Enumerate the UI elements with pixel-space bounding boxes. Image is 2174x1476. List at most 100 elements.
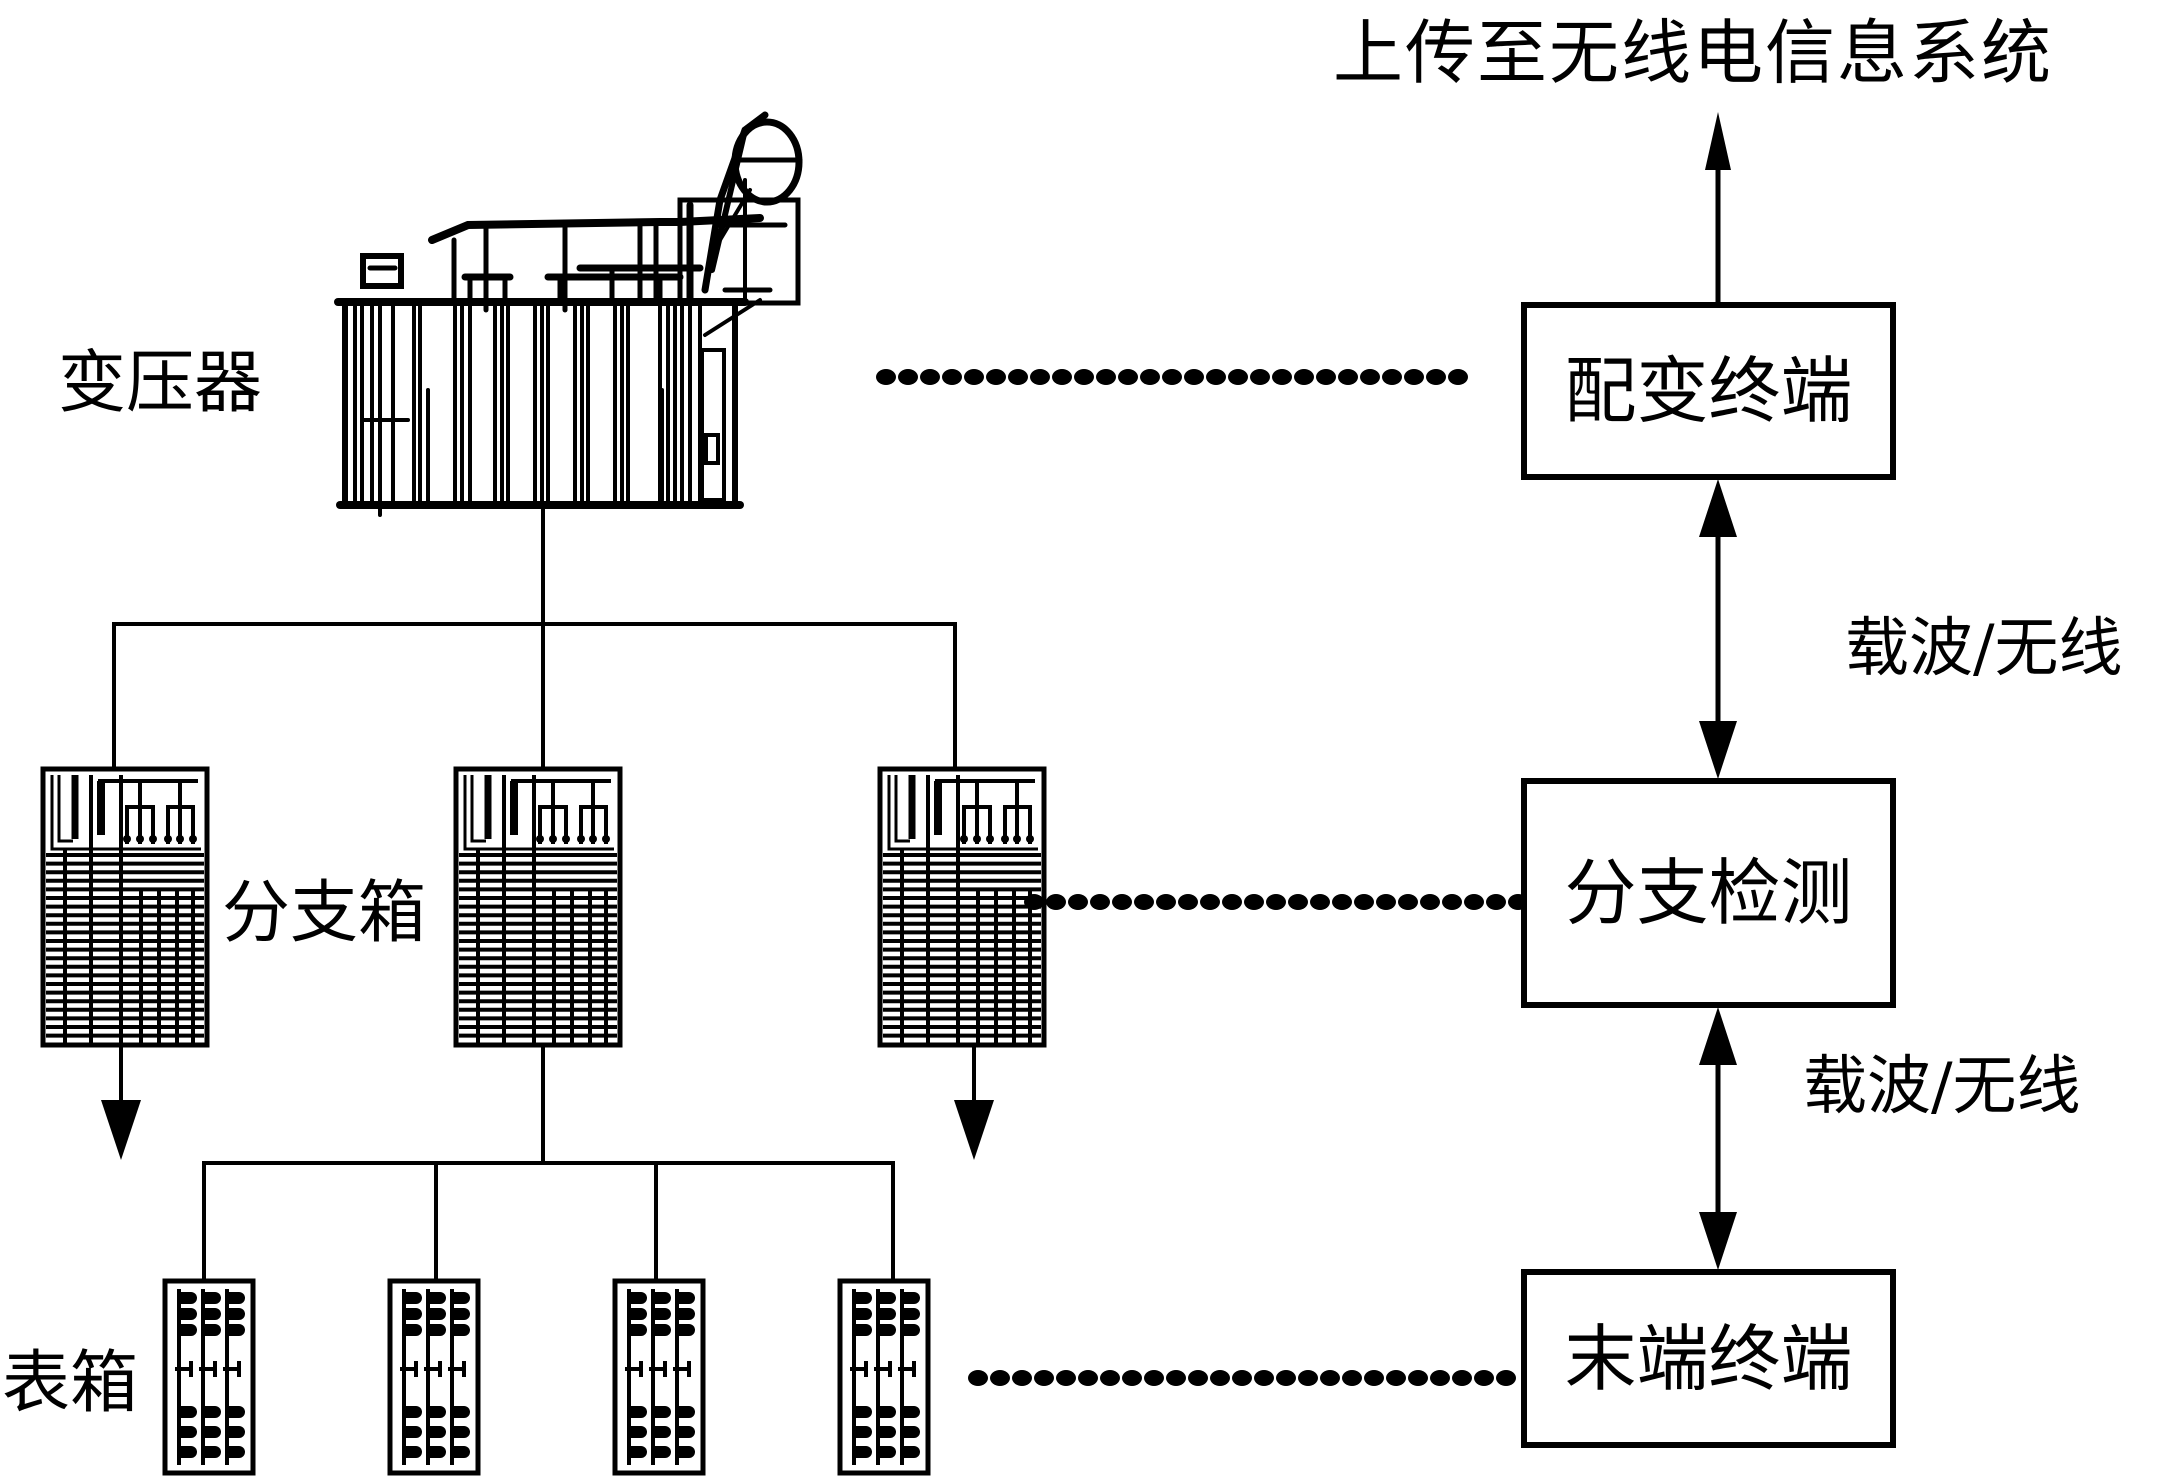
dot-mark <box>990 1370 1010 1386</box>
arrow-up-icon <box>1699 479 1737 537</box>
dot-mark <box>1430 1370 1450 1386</box>
meter-box-icon <box>162 1278 256 1476</box>
dot-mark <box>1320 1370 1340 1386</box>
dot-mark <box>1496 1370 1516 1386</box>
dot-mark <box>1140 369 1160 385</box>
transformer-label: 变压器 <box>58 344 263 423</box>
dot-mark <box>1096 369 1116 385</box>
dot-mark <box>920 369 940 385</box>
arrow-up-icon <box>1705 112 1731 170</box>
dot-mark <box>1046 894 1066 910</box>
dot-mark <box>1386 1370 1406 1386</box>
meter-box-icon <box>837 1278 931 1476</box>
dot-mark <box>1294 369 1314 385</box>
dot-mark <box>1030 369 1050 385</box>
carrier-wireless-label-2: 载波/无线 <box>1803 1050 2081 1124</box>
dot-mark <box>1316 369 1336 385</box>
transformer-icon <box>334 111 803 517</box>
dot-mark <box>1360 369 1380 385</box>
dot-mark <box>1486 894 1506 910</box>
arrow-down-icon <box>1699 721 1737 779</box>
dot-mark <box>1244 894 1264 910</box>
dot-mark <box>1404 369 1424 385</box>
dot-mark <box>1068 894 1088 910</box>
dot-mark <box>1024 894 1044 910</box>
dot-mark <box>1118 369 1138 385</box>
dot-mark <box>1012 1370 1032 1386</box>
dot-mark <box>1134 894 1154 910</box>
dot-mark <box>1206 369 1226 385</box>
dot-mark <box>986 369 1006 385</box>
dot-mark <box>1222 894 1242 910</box>
meter-box-icon <box>387 1278 481 1476</box>
dot-mark <box>1288 894 1308 910</box>
dot-mark <box>1056 1370 1076 1386</box>
dot-mark <box>1112 894 1132 910</box>
end-terminal-label: 末端终端 <box>1564 1316 1853 1401</box>
dot-mark <box>1228 369 1248 385</box>
dot-mark <box>1144 1370 1164 1386</box>
dot-mark <box>1074 369 1094 385</box>
branch-box-label: 分支箱 <box>222 874 427 953</box>
dot-mark <box>1338 369 1358 385</box>
dot-mark <box>1442 894 1462 910</box>
dot-mark <box>1354 894 1374 910</box>
dot-mark <box>968 1370 988 1386</box>
dot-mark <box>1376 894 1396 910</box>
branch-box-icon <box>453 766 623 1048</box>
dot-mark <box>1342 1370 1362 1386</box>
dot-mark <box>1474 1370 1494 1386</box>
dot-mark <box>1464 894 1484 910</box>
meter-box-label: 表箱 <box>2 1344 139 1423</box>
arrow-down-icon <box>101 1100 141 1160</box>
branch-box-icon <box>877 766 1047 1048</box>
dot-mark <box>1052 369 1072 385</box>
dot-mark <box>1100 1370 1120 1386</box>
branch-detection-box <box>1521 778 1896 1008</box>
dot-mark <box>1310 894 1330 910</box>
dot-mark <box>1332 894 1352 910</box>
dot-mark <box>1162 369 1182 385</box>
dotted-links <box>876 369 1528 1386</box>
transformer-terminal-dotted-link <box>876 369 1468 385</box>
dot-mark <box>1420 894 1440 910</box>
dot-mark <box>942 369 962 385</box>
arrow-up-icon <box>1699 1007 1737 1065</box>
dot-mark <box>1122 1370 1142 1386</box>
dot-mark <box>1188 1370 1208 1386</box>
upload-target-title: 上传至无线电信息系统 <box>1333 12 2053 94</box>
dot-mark <box>898 369 918 385</box>
dot-mark <box>1382 369 1402 385</box>
dot-mark <box>1090 894 1110 910</box>
carrier-wireless-label-1: 载波/无线 <box>1845 612 2123 686</box>
dot-mark <box>1008 369 1028 385</box>
dot-mark <box>1426 369 1446 385</box>
distribution-terminal-label: 配变终端 <box>1564 349 1853 433</box>
main-bus-line <box>112 622 957 768</box>
meter-box-icon <box>612 1278 706 1476</box>
arrow-down-icon <box>954 1100 994 1160</box>
power-lines <box>112 505 976 1281</box>
branch-detection-dotted-link <box>1024 894 1528 910</box>
dot-mark <box>1232 1370 1252 1386</box>
dot-mark <box>1452 1370 1472 1386</box>
dot-mark <box>964 369 984 385</box>
meter-boxes <box>162 1278 931 1476</box>
dot-mark <box>1298 1370 1318 1386</box>
branch-boxes <box>40 766 1047 1048</box>
dot-mark <box>1276 1370 1296 1386</box>
dot-mark <box>1266 894 1286 910</box>
dot-mark <box>1078 1370 1098 1386</box>
branch-box-icon <box>40 766 210 1048</box>
meter-terminal-dotted-link <box>968 1370 1516 1386</box>
dot-mark <box>1272 369 1292 385</box>
dot-mark <box>1034 1370 1054 1386</box>
dot-mark <box>1254 1370 1274 1386</box>
distribution-terminal-box <box>1521 302 1896 480</box>
dot-mark <box>1200 894 1220 910</box>
dot-mark <box>1250 369 1270 385</box>
dot-mark <box>1166 1370 1186 1386</box>
dot-mark <box>1398 894 1418 910</box>
branch-detection-label: 分支检测 <box>1564 851 1853 935</box>
